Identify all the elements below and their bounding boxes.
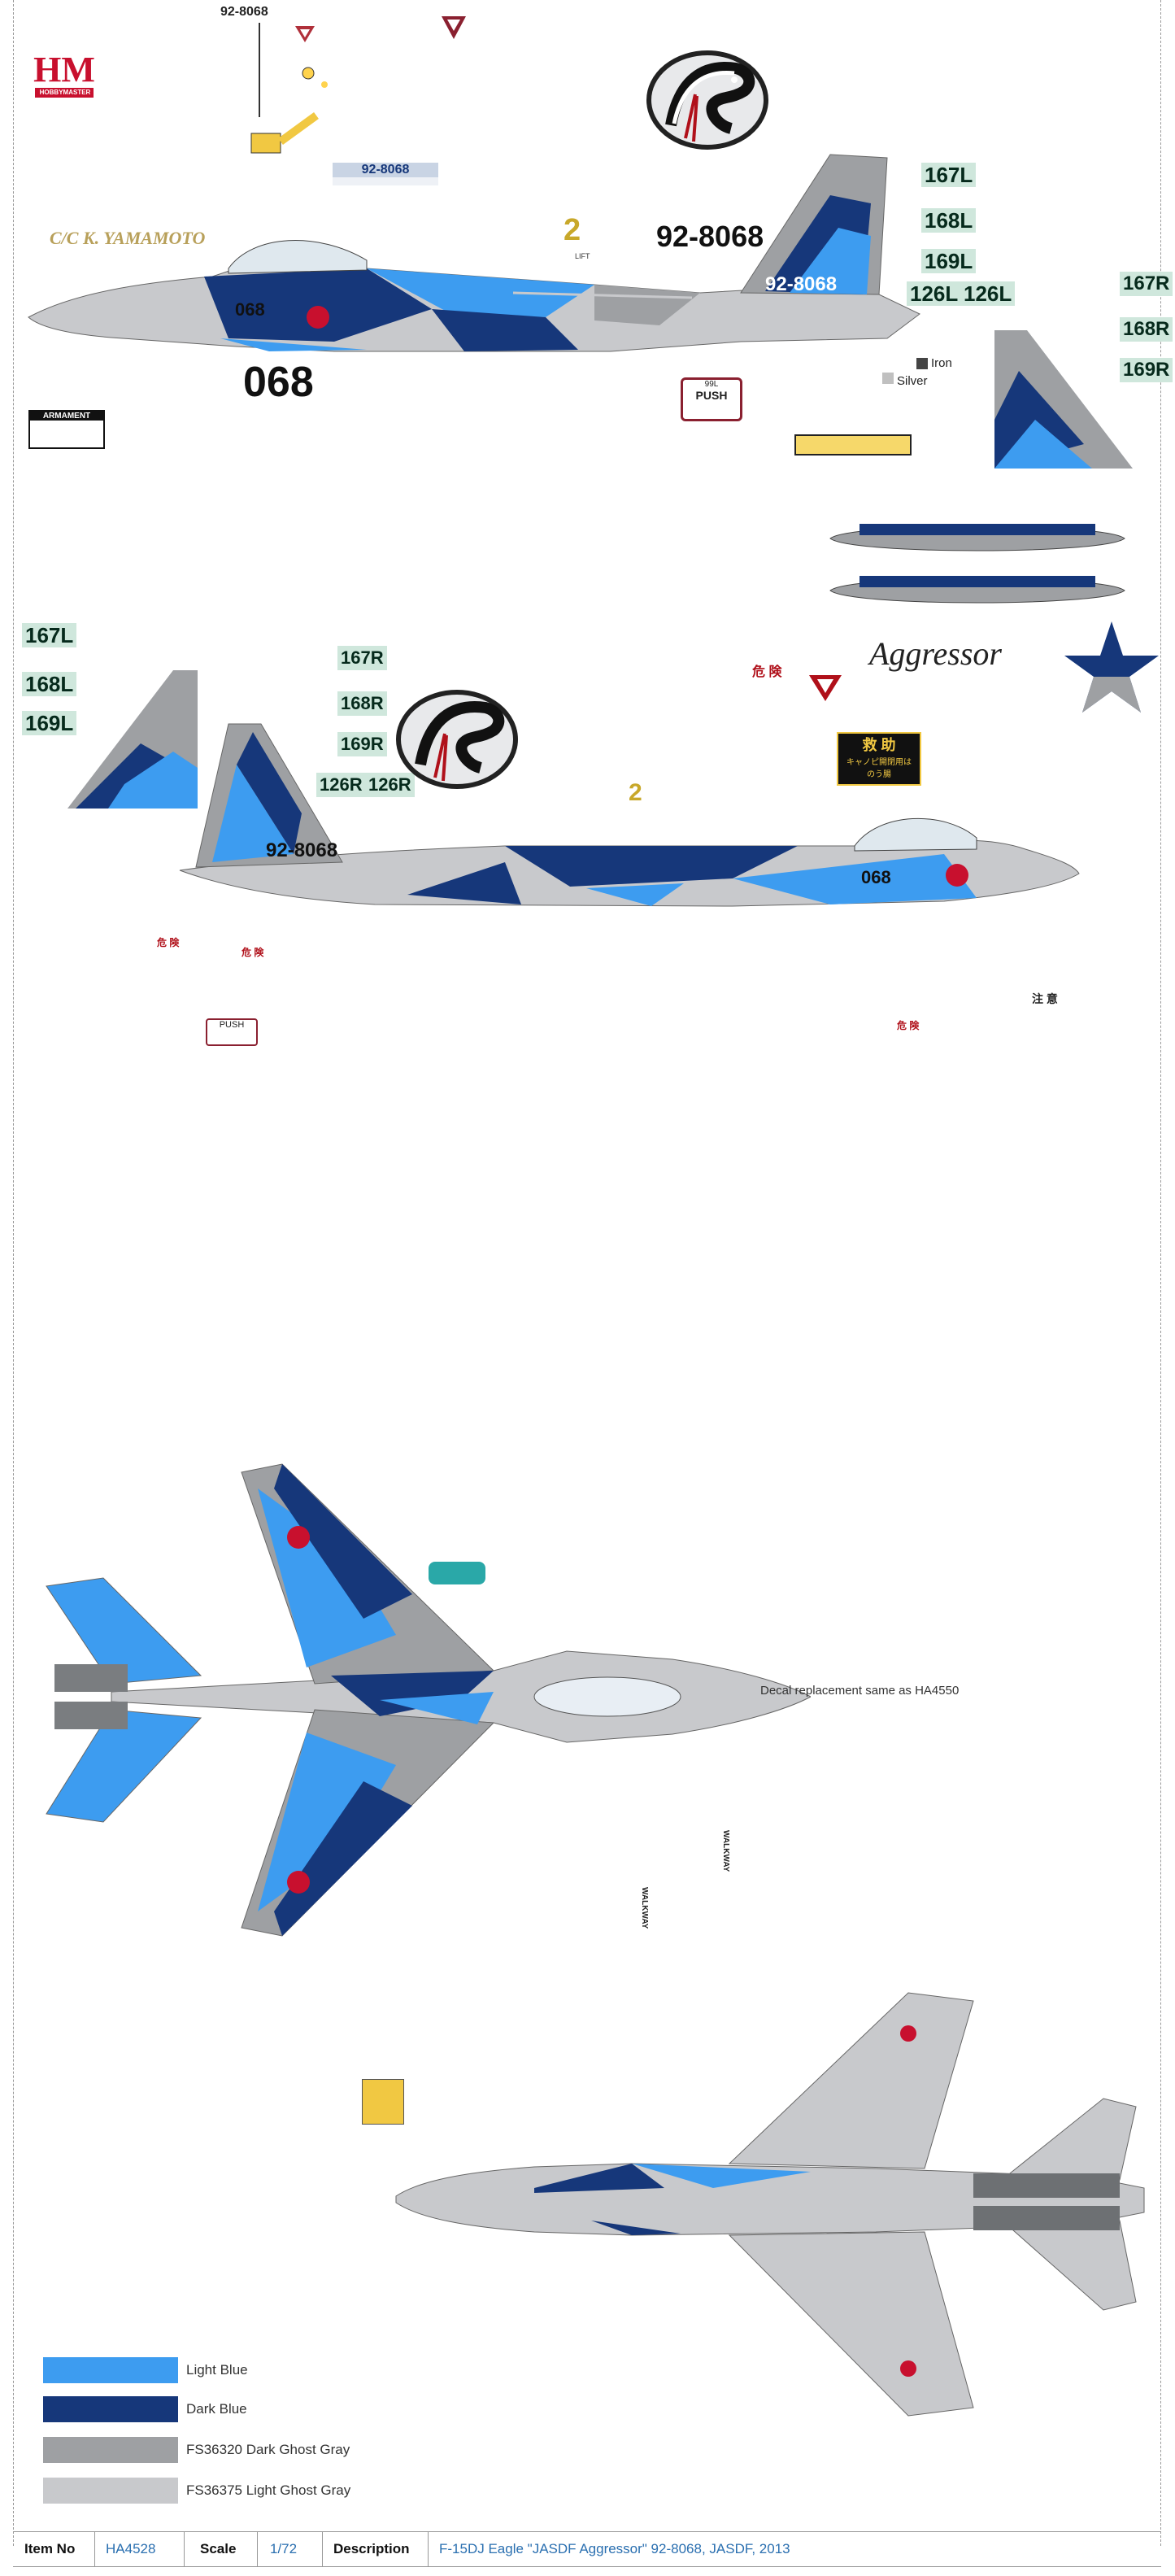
side-tail-label-126r-a: 126R xyxy=(316,773,366,797)
push-code: 99L xyxy=(704,380,719,389)
lift-number: 2 xyxy=(564,213,581,247)
yellow-hazard-decal xyxy=(362,2079,404,2125)
side-push-decal: PUSH xyxy=(206,1018,258,1046)
side-tail-label-169l: 169L xyxy=(22,711,77,735)
footer-info-bar: Item No HA4528 Scale 1/72 Description F-… xyxy=(13,2531,1161,2567)
tail-label-126l-b: 126L xyxy=(960,281,1016,306)
modex-large: 068 xyxy=(243,359,314,406)
footer-description-value: F-15DJ Eagle "JASDF Aggressor" 92-8068, … xyxy=(439,2541,790,2556)
side-tail-label-169r: 169R xyxy=(337,732,387,756)
legend-swatch-dark-ghost-gray xyxy=(43,2437,178,2463)
push-label: PUSH xyxy=(695,389,728,402)
legend-light-ghost-gray: FS36375 Light Ghost Gray xyxy=(43,2478,498,2504)
legend-text-dark-ghost-gray: FS36320 Dark Ghost Gray xyxy=(186,2442,350,2457)
tail-label-167r: 167R xyxy=(1120,272,1173,296)
tail-label-168l: 168L xyxy=(921,208,977,233)
serial-above-fuselage: 92-8068 xyxy=(656,220,764,253)
footer-description-label: Description xyxy=(333,2541,410,2556)
walkway-label-1: WALKWAY xyxy=(640,1887,649,1929)
rescue-sub: キャノピ開閉用は のう腸 xyxy=(846,758,912,779)
aggressor-script: Aggressor xyxy=(869,635,1002,672)
side-modex: 068 xyxy=(861,867,891,887)
footer-item-label: Item No xyxy=(24,2541,76,2556)
cobra-emblem xyxy=(646,47,768,153)
decal-sheet: HM HOBBYMASTER 92-8068 92-8068 C/C K. YA… xyxy=(13,0,1173,2546)
fuel-tank-2 xyxy=(827,573,1128,608)
danger-label-top: 危 険 xyxy=(752,665,782,679)
tail-serial-top: 92-8068 xyxy=(765,273,838,295)
footer-scale-label: Scale xyxy=(200,2541,237,2556)
decal-replacement-note: Decal replacement same as HA4550 xyxy=(760,1684,960,1698)
footer-scale-value: 1/72 xyxy=(270,2541,298,2556)
legend-swatch-dark-blue xyxy=(43,2396,178,2422)
legend-text-light-ghost-gray: FS36375 Light Ghost Gray xyxy=(186,2482,351,2498)
legend-light-blue: Light Blue xyxy=(43,2357,498,2383)
tail-label-167l: 167L xyxy=(921,163,977,187)
aircraft-plan-view-top xyxy=(38,1456,812,1977)
fuselage-modex: 068 xyxy=(235,299,265,320)
warning-triangle-decal xyxy=(442,16,466,45)
side-tail-label-168l: 168L xyxy=(22,672,77,696)
side-tail-label-167l: 167L xyxy=(22,623,77,647)
armament-label: ARMAMENT xyxy=(30,412,103,421)
serial-top-label: 92-8068 xyxy=(220,5,268,19)
aircraft-plan-view-bottom xyxy=(388,1985,1160,2440)
caution-label-right: 注 意 xyxy=(1032,992,1058,1005)
yellow-step-panel xyxy=(794,434,912,455)
legend-text-light-blue: Light Blue xyxy=(186,2362,248,2378)
silver-swatch xyxy=(882,373,894,384)
aggressor-star xyxy=(1063,618,1160,720)
hobbymaster-logo: HM HOBBYMASTER xyxy=(32,47,97,101)
side-tail-label-126r-b: 126R xyxy=(365,773,415,797)
iron-swatch xyxy=(916,358,928,369)
side-push-label: PUSH xyxy=(219,1020,245,1030)
legend-swatch-light-ghost-gray xyxy=(43,2478,178,2504)
side-tail-label-168r: 168R xyxy=(337,691,387,716)
tail-label-169l: 169L xyxy=(921,249,977,273)
separate-tail-fin-right xyxy=(986,322,1149,477)
danger-label-mid: 危 険 xyxy=(242,947,264,958)
logo-mark: HM xyxy=(33,50,95,89)
tail-label-126l-a: 126L xyxy=(907,281,962,306)
logo-subtext: HOBBYMASTER xyxy=(39,89,91,96)
danger-label-left: 危 険 xyxy=(157,937,180,948)
legend-dark-ghost-gray: FS36320 Dark Ghost Gray xyxy=(43,2437,498,2463)
footer-item-value: HA4528 xyxy=(106,2541,156,2556)
lift-label: LIFT xyxy=(575,252,590,260)
aircraft-side-view-top xyxy=(25,146,928,382)
rescue-decal: 救 助 キャノピ開閉用は のう腸 xyxy=(837,732,921,786)
tail-label-169r: 169R xyxy=(1120,358,1173,382)
side-lift-number: 2 xyxy=(629,779,642,806)
separate-tail-fin-left xyxy=(59,662,206,817)
small-decal-cluster xyxy=(227,20,341,182)
danger-label-right: 危 険 xyxy=(897,1020,920,1031)
serial-plate-number: 92-8068 xyxy=(333,163,438,177)
legend-swatch-light-blue xyxy=(43,2357,178,2383)
walkway-label-2: WALKWAY xyxy=(721,1830,730,1872)
cobra-emblem-2 xyxy=(396,686,518,792)
legend-dark-blue: Dark Blue xyxy=(43,2396,498,2422)
side-tail-serial: 92-8068 xyxy=(266,839,338,861)
legend-text-dark-blue: Dark Blue xyxy=(186,2401,247,2417)
silver-label: Silver xyxy=(897,374,928,388)
armament-box: ARMAMENT xyxy=(28,410,105,449)
rescue-title: 救 助 xyxy=(862,737,896,753)
iron-label: Iron xyxy=(931,356,952,370)
fuel-tank-1 xyxy=(827,521,1128,556)
serial-plate: 92-8068 xyxy=(333,163,438,195)
tail-label-168r: 168R xyxy=(1120,317,1173,342)
side-tail-label-167r: 167R xyxy=(337,646,387,670)
danger-triangle xyxy=(809,675,842,707)
aircraft-side-view-port xyxy=(163,716,1082,960)
crew-name: C/C K. YAMAMOTO xyxy=(50,228,206,248)
push-decal: 99L PUSH xyxy=(681,377,742,421)
